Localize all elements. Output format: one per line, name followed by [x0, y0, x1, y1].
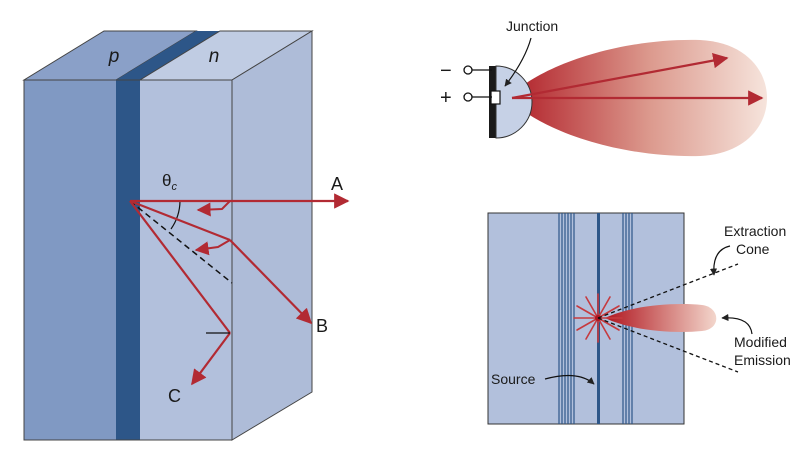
modified-pointer	[721, 313, 753, 335]
front-p-region	[24, 80, 116, 440]
critical-angle-line	[129, 200, 233, 284]
junction-pointer	[504, 37, 532, 87]
front-face-outline	[23, 79, 233, 441]
ray-a-reflection	[196, 200, 231, 217]
modified-label-line2: Emission	[734, 352, 791, 368]
plus-terminal	[463, 92, 473, 102]
extraction-label-line2: Cone	[736, 241, 770, 257]
front-junction	[116, 80, 140, 440]
block-side-face	[231, 30, 313, 441]
emission-arrow-angled	[511, 52, 729, 100]
minus-terminal	[463, 65, 473, 75]
block-top-junction	[116, 31, 220, 80]
source-label: Source	[491, 371, 536, 387]
ray-c-inner	[129, 200, 231, 334]
junction-mark	[490, 90, 501, 105]
ray-label-c: C	[168, 386, 181, 406]
n-label: n	[209, 46, 220, 67]
theta-arc	[170, 200, 181, 230]
ray-c	[191, 332, 231, 386]
led-emission: − + Junction	[440, 18, 767, 157]
pn-block: p n θc A B C	[22, 30, 350, 441]
source-pointer	[544, 374, 595, 385]
modified-label-line1: Modified	[734, 334, 787, 350]
cavity-diagram: Extraction Cone Modified Emission Source	[487, 212, 791, 425]
extraction-pointer	[709, 245, 731, 276]
ray-label-a: A	[331, 174, 343, 194]
ray-b	[229, 239, 313, 325]
p-label: p	[108, 46, 120, 67]
plus-sign: +	[440, 87, 452, 109]
ray-b-inner	[129, 199, 231, 242]
modified-emission-lobe	[605, 304, 717, 332]
ray-label-b: B	[316, 316, 328, 336]
led-dome	[495, 65, 533, 139]
ray-b-reflection	[194, 239, 231, 256]
junction-label: Junction	[506, 18, 558, 34]
extraction-label-line1: Extraction	[724, 223, 786, 239]
theta-label: θc	[162, 171, 177, 193]
minus-sign: −	[440, 60, 452, 82]
front-n-region	[140, 80, 232, 440]
